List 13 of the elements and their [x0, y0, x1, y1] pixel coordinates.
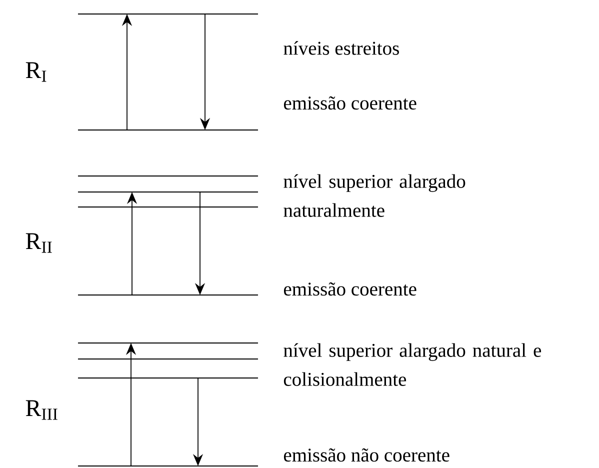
description-text: níveis estreitos: [284, 41, 399, 55]
description-text: emissão não coerente: [284, 448, 450, 462]
description-text: emissão coerente: [284, 282, 416, 296]
energy-level-line: [78, 294, 258, 296]
energy-level-line: [78, 342, 258, 344]
regime-label: R$_{III}$: [26, 400, 58, 420]
description-text: nível superior alargado natural e colisionalmente: [284, 343, 542, 386]
energy-level-line: [78, 358, 258, 360]
energy-level-line: [78, 206, 258, 208]
description-text: emissão coerente: [284, 96, 416, 110]
regime-label: R$_{II}$: [26, 233, 52, 253]
description-text: nível superior alargado naturalmente: [284, 174, 466, 217]
regime-label: R$_{I}$: [26, 62, 46, 82]
